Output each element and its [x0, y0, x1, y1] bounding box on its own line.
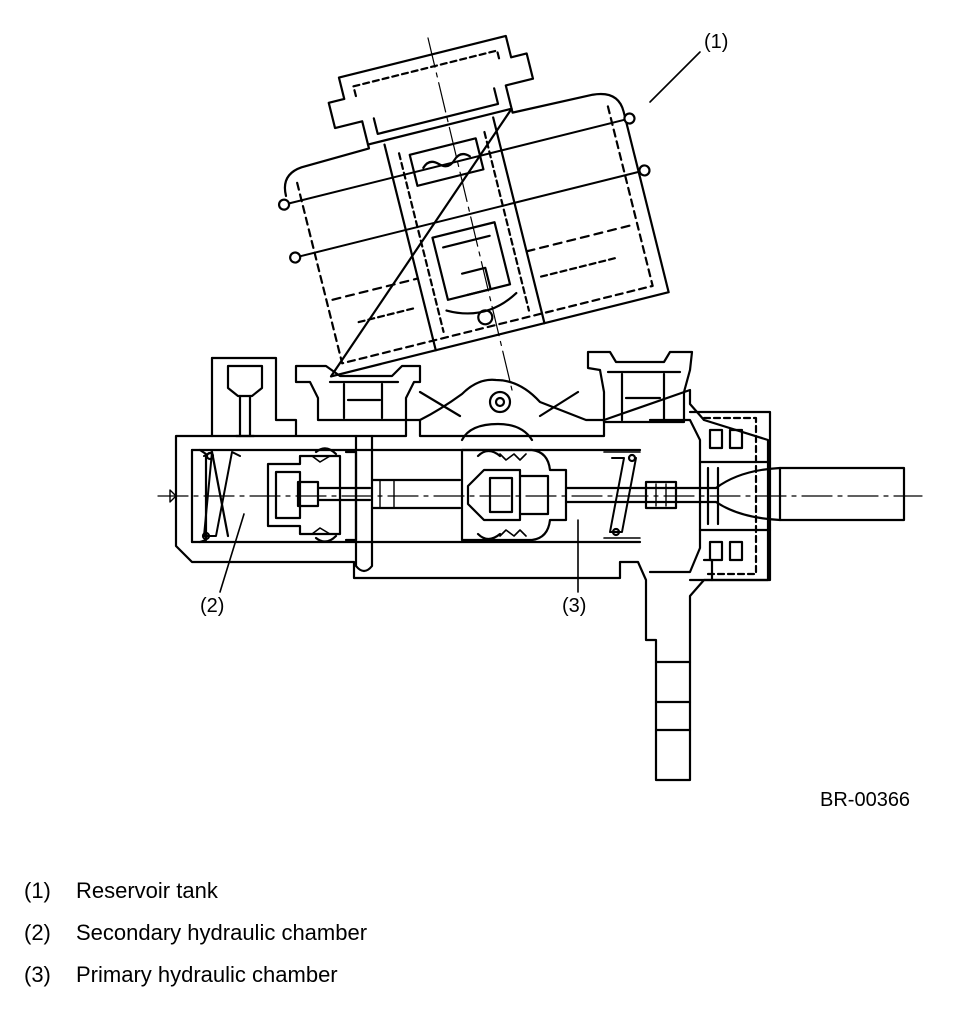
figure-id: BR-00366 — [820, 789, 911, 811]
mounting-flange — [654, 558, 714, 732]
reservoir-center-line — [427, 37, 513, 391]
pushrod — [714, 466, 906, 522]
legend-number: (3) — [24, 962, 51, 987]
legend-text: Primary hydraulic chamber — [76, 962, 338, 987]
legend-item-secondary-chamber: (2) Secondary hydraulic chamber — [24, 920, 924, 962]
secondary-spring — [198, 448, 241, 544]
reservoir-cap — [327, 34, 535, 146]
legend: (1) Reservoir tank (2) Secondary hydraul… — [24, 878, 924, 1004]
piston-rod — [564, 486, 718, 504]
legend-text: Reservoir tank — [76, 878, 218, 903]
secondary-piston — [266, 447, 372, 543]
master-cylinder-diagram: (1) (2) (3) BR-00366 — [157, 31, 923, 811]
leader-1 — [649, 51, 701, 103]
legend-item-reservoir-tank: (1) Reservoir tank — [24, 878, 924, 920]
legend-text: Secondary hydraulic chamber — [76, 920, 368, 945]
reservoir-float — [431, 221, 512, 301]
reservoir-strainer — [408, 137, 485, 187]
master-cylinder-drawing — [157, 34, 923, 782]
left-grommet — [294, 364, 422, 422]
leader-2 — [219, 513, 245, 593]
primary-spring — [603, 451, 641, 539]
legend-item-primary-chamber: (3) Primary hydraulic chamber — [24, 962, 924, 1004]
primary-piston — [460, 448, 568, 542]
callout-3: (3) — [562, 595, 587, 617]
compensating-rod-left — [354, 434, 374, 573]
callout-1: (1) — [704, 31, 729, 53]
cylinder-body — [174, 356, 770, 782]
mounting-boss — [418, 378, 606, 422]
reservoir-tank — [277, 34, 670, 378]
callout-2: (2) — [200, 595, 225, 617]
right-grommet — [586, 350, 694, 424]
legend-number: (2) — [24, 920, 51, 945]
port-fitting-left — [226, 364, 264, 438]
legend-number: (1) — [24, 878, 51, 903]
reservoir-shell — [283, 92, 670, 378]
